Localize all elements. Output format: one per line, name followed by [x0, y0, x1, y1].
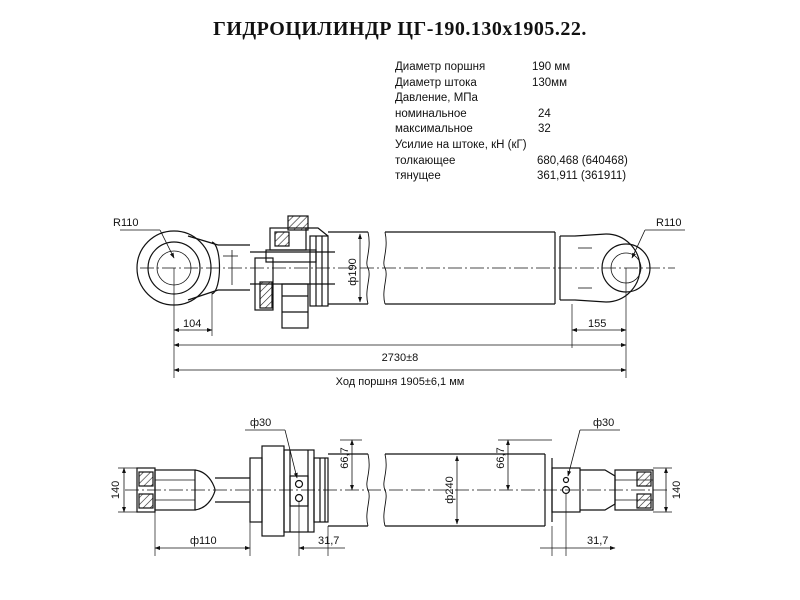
spec-label: толкающее	[395, 154, 456, 167]
dimension-66-7-left: 66,7	[339, 447, 351, 468]
cylinder-barrel	[328, 231, 561, 305]
dimension-r110-left: R110	[113, 217, 138, 229]
drawing-title: ГИДРОЦИЛИНДР ЦГ-190.130х1905.22.	[213, 18, 587, 40]
dimension-140-left: 140	[110, 481, 122, 499]
spec-value: 361,911 (361911)	[537, 170, 627, 183]
dimension-31-7-right: 31,7	[587, 535, 608, 547]
spec-value: 32	[538, 123, 551, 136]
bottom-view	[118, 429, 672, 556]
dimension-d190: ф190	[347, 258, 359, 285]
dimension-66-7-right: 66,7	[495, 447, 507, 468]
spec-label: тянущее	[395, 170, 441, 183]
spec-label: Диаметр штока	[395, 76, 477, 89]
dimension-d30-left: ф30	[250, 417, 271, 429]
spec-value: 680,468 (640468)	[537, 154, 628, 167]
dimension-104: 104	[183, 318, 201, 330]
dimension-140-right: 140	[671, 481, 683, 499]
dimension-31-7-left: 31,7	[318, 535, 339, 547]
spec-label: Усилие на штоке, кН (кГ)	[395, 138, 527, 151]
dimension-d30-right: ф30	[593, 417, 614, 429]
spec-value: 130мм	[532, 76, 567, 89]
spec-label: Диаметр поршня	[395, 61, 486, 73]
cylinder-head-bottom	[249, 445, 329, 537]
spec-value: 190 мм	[532, 61, 571, 73]
spec-value: 24	[538, 107, 551, 120]
dimension-155: 155	[588, 318, 606, 330]
spec-label: максимальное	[395, 123, 473, 136]
cylinder-head	[254, 215, 329, 329]
left-clevis	[136, 467, 250, 513]
spec-label: Давление, МПа	[395, 92, 478, 105]
dimension-d240: ф240	[444, 476, 456, 503]
spec-label: номинальное	[395, 107, 467, 120]
right-base	[551, 467, 654, 513]
top-view	[120, 215, 685, 378]
dimension-total-length: 2730±8	[382, 352, 419, 364]
dimension-d110: ф110	[190, 535, 217, 547]
dimension-r110-right: R110	[656, 217, 681, 229]
dimension-stroke: Ход поршня 1905±6,1 мм	[336, 376, 465, 388]
